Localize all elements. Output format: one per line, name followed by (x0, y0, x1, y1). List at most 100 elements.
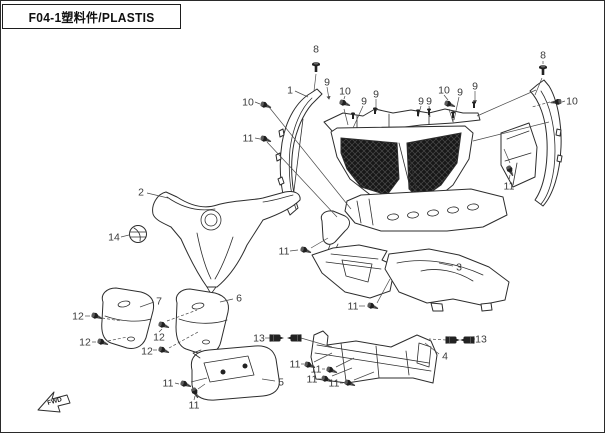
callout-11: 11 (163, 378, 174, 390)
leader-line (428, 338, 447, 341)
front-bumper (344, 188, 508, 232)
leader-line (561, 100, 566, 103)
pin-icon (451, 111, 455, 118)
callout-9: 9 (418, 96, 424, 108)
callout-11: 11 (307, 374, 318, 386)
callout-1: 1 (287, 85, 293, 97)
callout-13: 13 (253, 333, 265, 345)
callout-9: 9 (472, 81, 478, 93)
part-14-emblem (129, 225, 147, 243)
callout-10: 10 (566, 96, 578, 108)
callout-3: 3 (456, 262, 462, 274)
part-2-front-fascia (152, 191, 301, 295)
figure-title: F04-1塑料件/PLASTIS (28, 11, 155, 25)
callout-8: 8 (540, 50, 546, 62)
screw-icon (339, 99, 351, 106)
clip-icon (460, 336, 475, 344)
callout-6: 6 (236, 293, 242, 305)
clip-icon (269, 334, 284, 342)
screw-icon (344, 379, 356, 386)
screw-icon (300, 246, 312, 253)
rivet-icon (312, 62, 320, 72)
callout-12: 12 (141, 346, 153, 358)
screw-icon (304, 361, 316, 368)
leader-line (443, 94, 449, 101)
leader-line (158, 328, 163, 333)
callout-9: 9 (457, 87, 463, 99)
pin-icon (472, 101, 476, 108)
leader-line (107, 336, 128, 342)
leader-line (476, 89, 537, 117)
part-4-lower-panel (310, 330, 438, 384)
leader-line (331, 367, 353, 377)
callout-2: 2 (138, 187, 144, 199)
leader-line (353, 371, 375, 381)
leader-line (313, 352, 333, 363)
leader-line (193, 395, 196, 401)
screw-icon (97, 338, 109, 345)
callout-7: 7 (156, 296, 162, 308)
clip-icon (287, 334, 302, 342)
callout-5: 5 (278, 377, 284, 389)
screw-icon (260, 135, 272, 142)
leader-line (168, 331, 199, 349)
part-5-scoop (190, 345, 280, 401)
clip-icon (445, 336, 460, 344)
leader-line (453, 96, 460, 121)
leader-line (326, 86, 331, 100)
fwd-label: FWD (47, 396, 63, 407)
leader-line (190, 377, 208, 383)
leader-line (424, 342, 440, 355)
leader-line (300, 337, 333, 348)
callout-11: 11 (189, 400, 200, 412)
fastener-icons-layer (91, 62, 562, 399)
screw-icon (321, 375, 333, 382)
screw-icon (158, 346, 170, 353)
leader-line (219, 298, 234, 303)
leader-line (146, 192, 169, 199)
leader-line (313, 73, 317, 92)
callout-12: 12 (79, 337, 91, 349)
leader-line (508, 174, 511, 181)
callout-11: 11 (329, 378, 340, 390)
pin-icon (427, 108, 431, 115)
callout-11: 11 (311, 364, 322, 376)
callout-12: 12 (72, 311, 84, 323)
callout-10: 10 (339, 86, 351, 98)
screw-icon (191, 387, 199, 399)
leader-line (376, 278, 391, 304)
leader-line (335, 357, 355, 368)
leader-line (534, 77, 543, 96)
callout-11: 11 (243, 133, 254, 145)
part-3-console (311, 210, 510, 312)
callout-4: 4 (442, 351, 448, 363)
leader-line (268, 106, 352, 210)
screw-icon (550, 98, 562, 105)
screw-icon (326, 366, 338, 373)
callout-9: 9 (324, 77, 330, 89)
callout-14: 14 (108, 232, 120, 244)
pin-icon (416, 109, 420, 116)
screw-icon (158, 321, 170, 328)
callout-11: 11 (290, 359, 301, 371)
leader-line (166, 309, 198, 322)
leader-line (503, 148, 511, 164)
rivet-icon (539, 65, 547, 75)
screw-icon (260, 101, 272, 108)
leader-line (139, 301, 155, 308)
leader-line (310, 237, 329, 249)
screw-icon (91, 312, 103, 319)
screw-icon (444, 100, 456, 107)
leader-line (294, 90, 309, 98)
leader-line (174, 382, 180, 385)
callout-9: 9 (426, 96, 432, 108)
callout-11: 11 (348, 301, 359, 313)
screw-icon (367, 302, 379, 309)
callout-8: 8 (313, 44, 319, 56)
part-7-side-panel (101, 287, 155, 349)
leader-line (531, 101, 551, 108)
screw-icon (180, 380, 192, 387)
leader-line (254, 137, 261, 140)
leader-line (289, 249, 299, 252)
